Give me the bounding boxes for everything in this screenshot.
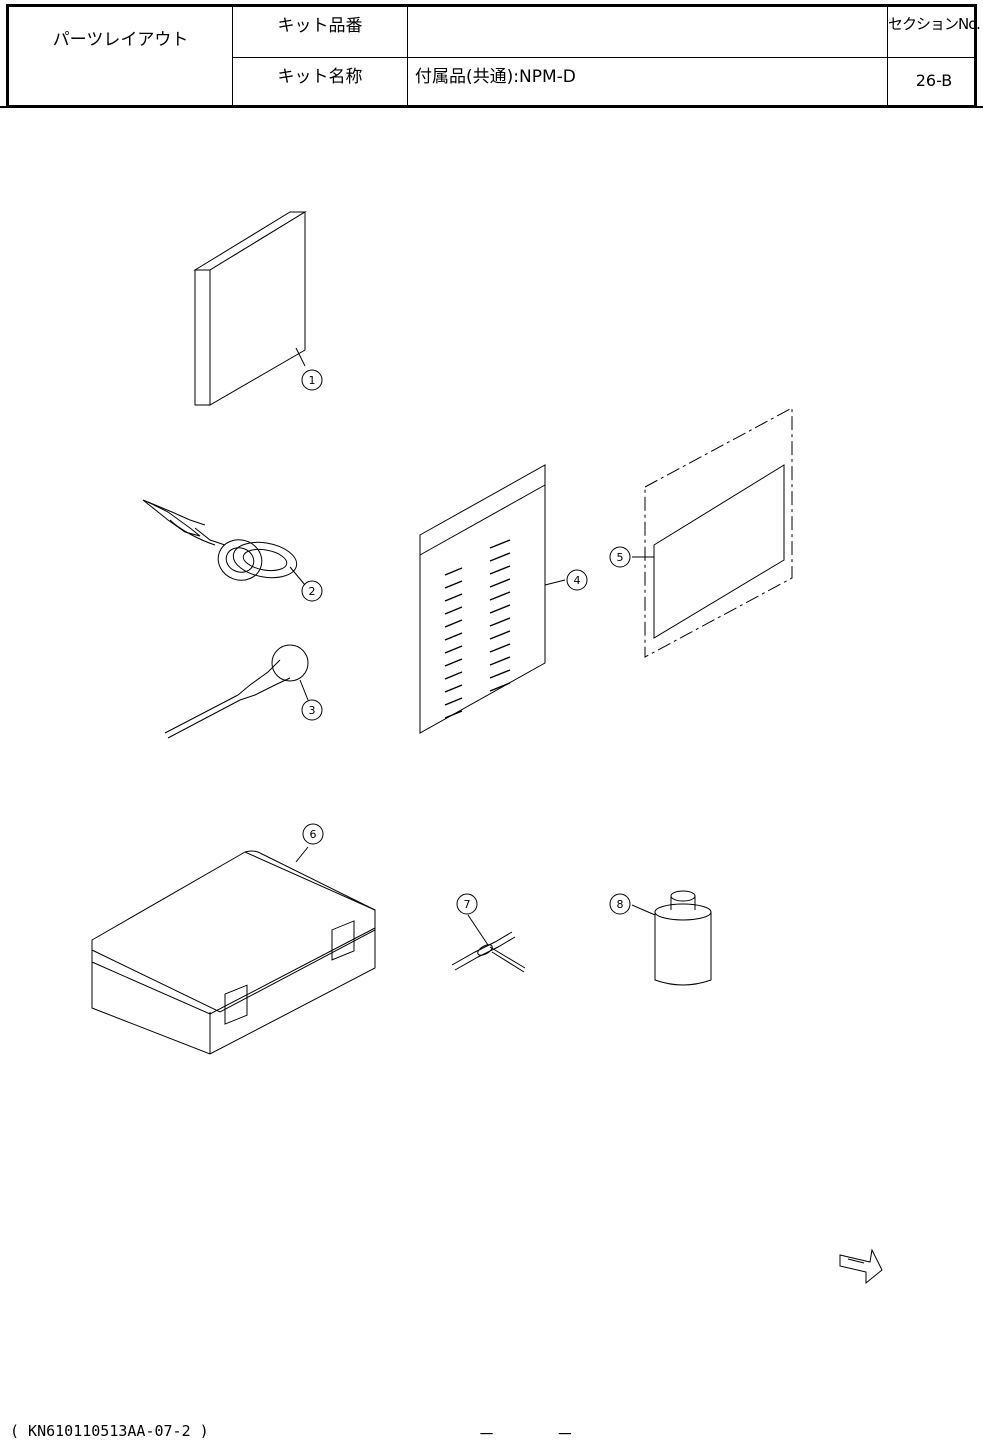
page-number: － － [478,1420,573,1445]
callout-4: 4 [574,574,581,587]
callout-8: 8 [617,898,624,911]
callout-2: 2 [309,585,316,598]
part-1-manual [195,212,305,405]
callout-1: 1 [309,374,316,387]
callout-7: 7 [464,898,471,911]
part-8-bottle [632,891,711,985]
document-code: ( KN610110513AA-07-2 ) [10,1422,209,1440]
part-5-sheet-bag [632,408,792,657]
callout-6: 6 [310,828,317,841]
fwd-arrow-icon [840,1250,882,1283]
part-3-screwdriver [165,645,308,738]
part-2-scissors [143,500,305,586]
part-7-pin-tool [452,915,525,972]
callout-5: 5 [617,551,624,564]
callout-3: 3 [309,704,316,717]
part-6-case [92,847,375,1054]
part-4-fuse-card [420,465,565,733]
